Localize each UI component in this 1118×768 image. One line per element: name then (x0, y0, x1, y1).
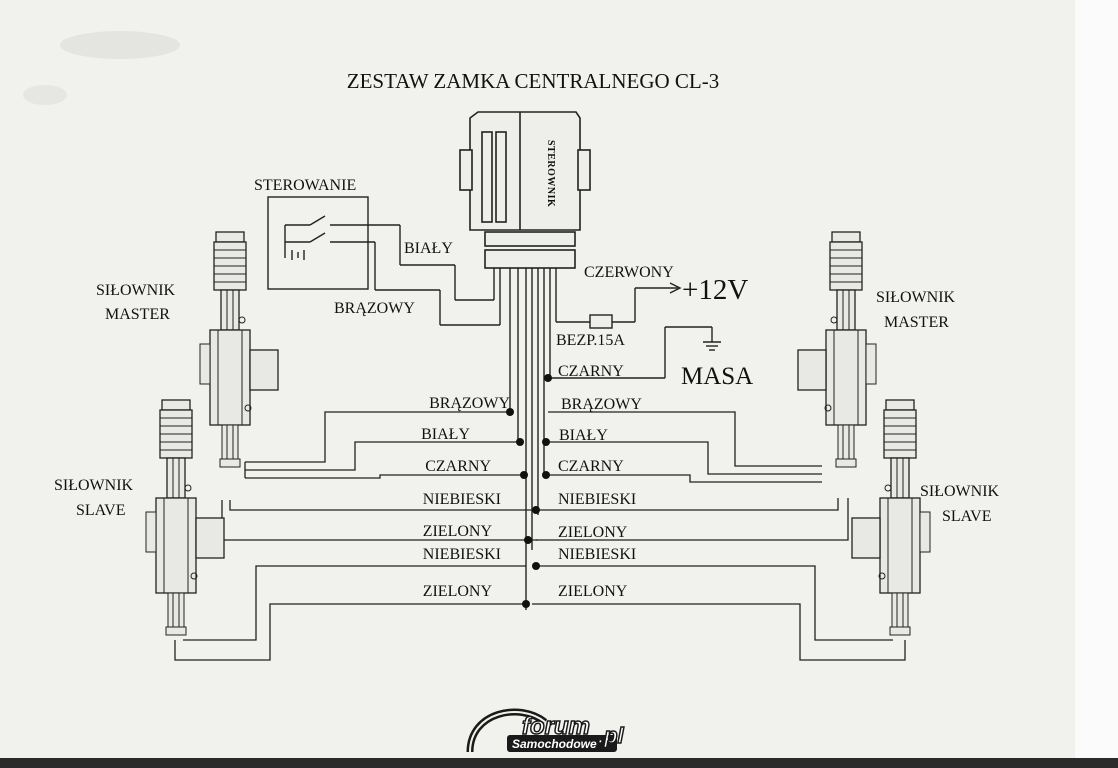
right-master-label-2: MASTER (884, 314, 949, 331)
right-master-actuator (797, 231, 877, 468)
left-wire-label-blue-1: NIEBIESKI (423, 491, 501, 508)
ground-label: MASA (681, 363, 753, 390)
switch-label: STEROWANIE (254, 177, 356, 194)
scan-smudge (60, 31, 180, 59)
switch-wire-white: BIAŁY (404, 240, 453, 257)
scan-bottom-border (0, 758, 1118, 768)
controller-label: STEROWNIK (545, 140, 556, 207)
diagram-title: ZESTAW ZAMKA CENTRALNEGO CL-3 (347, 69, 719, 93)
left-slave-label-1: SIŁOWNIK (54, 477, 134, 494)
switch-box (267, 196, 500, 326)
right-master-label-1: SIŁOWNIK (876, 289, 956, 306)
right-wire-label-white: BIAŁY (559, 427, 608, 444)
fuse-label: BEZP.15A (556, 332, 625, 349)
logo-sub: Samochodowe (512, 737, 597, 751)
controller-unit (459, 111, 591, 269)
right-wire-label-green-1: ZIELONY (558, 524, 628, 541)
red-wire-label: CZERWONY (584, 264, 674, 281)
left-master-label-2: MASTER (105, 306, 170, 323)
black-wire-label: CZARNY (558, 363, 624, 380)
right-wire-label-blue-1: NIEBIESKI (558, 491, 636, 508)
right-slave-label-1: SIŁOWNIK (920, 483, 1000, 500)
right-wire-label-green-2: ZIELONY (558, 583, 628, 600)
right-slave-actuator (851, 399, 931, 636)
left-wire-label-white: BIAŁY (421, 426, 470, 443)
left-wire-label-green-1: ZIELONY (423, 523, 493, 540)
left-wire-label-brown: BRĄZOWY (429, 395, 510, 412)
power-wiring (550, 282, 721, 379)
left-master-label-1: SIŁOWNIK (96, 282, 176, 299)
left-slave-actuator (145, 399, 225, 636)
left-wire-label-black: CZARNY (425, 458, 491, 475)
forum-logo: Samochodowe forum .pl (466, 708, 625, 753)
right-wire-label-brown: BRĄZOWY (561, 396, 642, 413)
paper-edge (1075, 0, 1118, 768)
right-bus-wires (532, 411, 906, 661)
left-master-actuator (199, 231, 279, 468)
right-wire-label-blue-2: NIEBIESKI (558, 546, 636, 563)
voltage-label: +12V (682, 274, 748, 306)
left-wire-label-green-2: ZIELONY (423, 583, 493, 600)
junction-dots (506, 374, 552, 608)
left-wire-label-blue-2: NIEBIESKI (423, 546, 501, 563)
logo-tld: .pl (598, 723, 625, 748)
right-slave-label-2: SLAVE (942, 508, 992, 525)
left-slave-label-2: SLAVE (76, 502, 126, 519)
logo-brand: forum (522, 713, 590, 740)
switch-wire-brown: BRĄZOWY (334, 300, 415, 317)
right-wire-label-black: CZARNY (558, 458, 624, 475)
